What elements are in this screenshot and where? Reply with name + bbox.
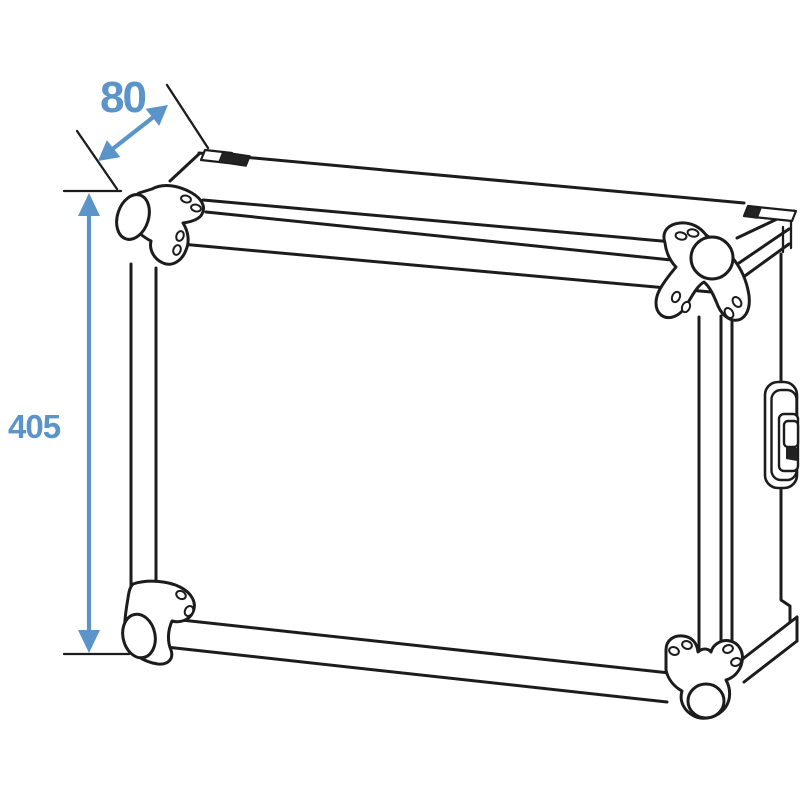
bottom-rim: [164, 617, 681, 704]
arrow-down-icon: [78, 630, 100, 653]
height-dimension-label: 405: [8, 408, 61, 445]
arrow-upright-icon: [145, 105, 168, 126]
arrow-up-icon: [78, 193, 100, 216]
lid-edges: [168, 151, 796, 295]
dimension-height: 405: [8, 193, 100, 653]
body-edges: [129, 252, 799, 684]
depth-dimension-label: 80: [100, 73, 145, 122]
dimension-depth: 80: [98, 73, 168, 161]
recessed-handle-icon: [763, 380, 800, 490]
lid-latch-icon: [199, 148, 798, 223]
ball-corner-icon-bottom-right: [664, 634, 744, 720]
ball-corner-icon-bottom-left: [121, 579, 196, 666]
ball-corner-icon-top-left: [115, 184, 206, 266]
arrow-downleft-icon: [98, 140, 121, 161]
ball-corner-icon-top-right: [654, 221, 751, 322]
flight-case-drawing: [115, 148, 800, 720]
extension-lines: [62, 83, 210, 656]
